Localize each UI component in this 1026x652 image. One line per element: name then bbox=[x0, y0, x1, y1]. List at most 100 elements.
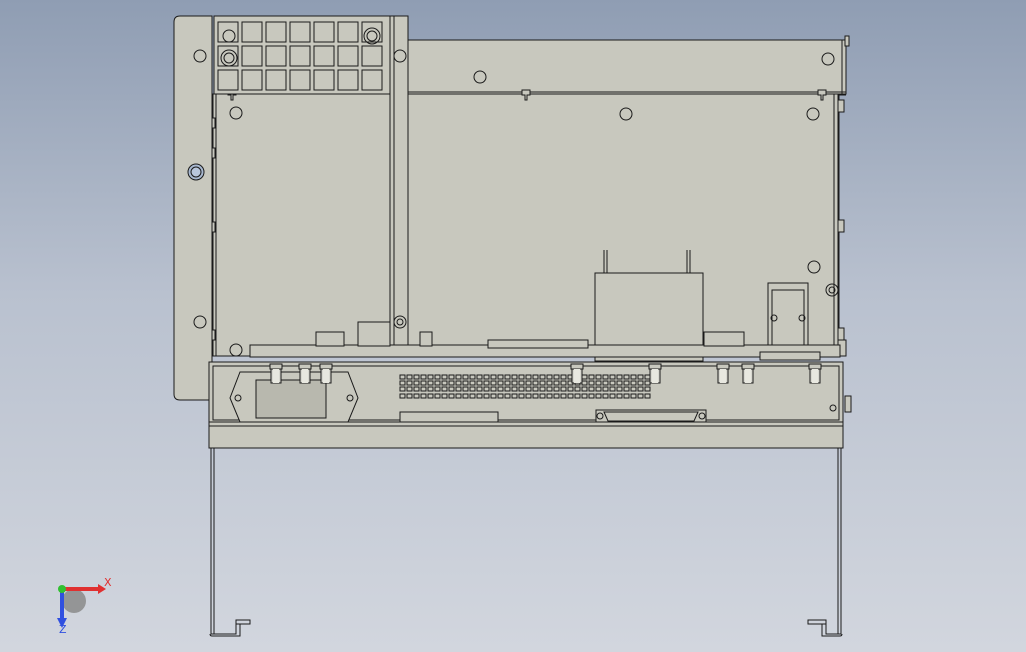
vent-slot bbox=[504, 374, 511, 380]
grille-cell bbox=[361, 69, 383, 91]
vent-slot bbox=[609, 393, 616, 399]
vent-slot bbox=[511, 393, 518, 399]
vent-slot bbox=[483, 380, 490, 386]
vent-slot bbox=[399, 393, 406, 399]
vent-slot bbox=[504, 386, 511, 392]
grille-cell bbox=[361, 45, 383, 67]
vent-slot bbox=[567, 393, 574, 399]
vent-slot bbox=[602, 393, 609, 399]
grille-cell bbox=[241, 21, 263, 43]
vent-slot bbox=[546, 380, 553, 386]
vent-slot bbox=[427, 386, 434, 392]
grille-cell bbox=[265, 69, 287, 91]
vent-slot bbox=[588, 393, 595, 399]
vent-slot bbox=[581, 374, 588, 380]
vent-slot bbox=[406, 393, 413, 399]
standoff-connector bbox=[716, 363, 730, 384]
vent-slot bbox=[553, 374, 560, 380]
vent-slot bbox=[595, 393, 602, 399]
standoff-connector bbox=[741, 363, 755, 384]
fan-grille bbox=[213, 15, 391, 95]
vent-slot bbox=[483, 386, 490, 392]
vent-slot bbox=[469, 374, 476, 380]
vent-slot bbox=[413, 393, 420, 399]
grille-cell bbox=[265, 45, 287, 67]
standoff-connector bbox=[298, 363, 312, 384]
vent-slot bbox=[434, 386, 441, 392]
vent-slot bbox=[630, 374, 637, 380]
vent-slot bbox=[539, 393, 546, 399]
vent-slot bbox=[413, 380, 420, 386]
grille-cell bbox=[289, 45, 311, 67]
z-axis-arrowhead bbox=[57, 618, 67, 628]
vent-slot bbox=[441, 386, 448, 392]
standoff-connector bbox=[808, 363, 822, 384]
vent-slot bbox=[504, 393, 511, 399]
vent-slot bbox=[560, 386, 567, 392]
vent-slot bbox=[490, 386, 497, 392]
vent-slot bbox=[399, 386, 406, 392]
vent-slot bbox=[595, 374, 602, 380]
vent-slot bbox=[525, 386, 532, 392]
y-axis-dot bbox=[58, 585, 66, 593]
vent-slot bbox=[413, 386, 420, 392]
vent-slot bbox=[553, 386, 560, 392]
vent-slot bbox=[644, 393, 651, 399]
vent-slot bbox=[448, 380, 455, 386]
vent-slot bbox=[623, 393, 630, 399]
vent-slot bbox=[560, 393, 567, 399]
vent-slot bbox=[462, 393, 469, 399]
vent-slot bbox=[420, 393, 427, 399]
vent-slot bbox=[399, 374, 406, 380]
vent-slot bbox=[637, 393, 644, 399]
vent-slot bbox=[616, 386, 623, 392]
vent-slot bbox=[595, 386, 602, 392]
vent-slot bbox=[476, 380, 483, 386]
grille-cell bbox=[241, 69, 263, 91]
vent-slot bbox=[630, 386, 637, 392]
vent-slot bbox=[469, 393, 476, 399]
main-enclosure bbox=[206, 89, 847, 357]
grille-cell bbox=[265, 21, 287, 43]
vent-slot bbox=[448, 374, 455, 380]
grille-cell bbox=[289, 21, 311, 43]
vent-slot bbox=[413, 374, 420, 380]
vent-slot bbox=[406, 374, 413, 380]
vent-slot bbox=[623, 386, 630, 392]
vent-slot bbox=[483, 374, 490, 380]
vent-slot bbox=[441, 393, 448, 399]
vent-slot bbox=[476, 386, 483, 392]
vent-slot bbox=[427, 393, 434, 399]
vent-slot bbox=[588, 386, 595, 392]
vent-slot bbox=[609, 374, 616, 380]
vent-slot bbox=[637, 380, 644, 386]
vent-slot bbox=[448, 386, 455, 392]
vent-slot bbox=[406, 386, 413, 392]
vent-slot bbox=[476, 393, 483, 399]
grille-cell bbox=[217, 69, 239, 91]
vent-slot bbox=[644, 380, 651, 386]
vent-slot bbox=[560, 380, 567, 386]
vent-slot bbox=[525, 380, 532, 386]
x-axis-arrowhead bbox=[98, 584, 106, 594]
vent-slot bbox=[511, 380, 518, 386]
z-axis-label: Z bbox=[59, 623, 67, 636]
vent-slot bbox=[609, 380, 616, 386]
vent-slot bbox=[539, 386, 546, 392]
vent-slot bbox=[602, 386, 609, 392]
standoff-connectors bbox=[269, 363, 822, 384]
vent-slot bbox=[420, 380, 427, 386]
vent-slot bbox=[553, 393, 560, 399]
vent-slot bbox=[532, 393, 539, 399]
rear-housing-panel bbox=[389, 35, 850, 96]
vent-slot bbox=[581, 386, 588, 392]
vent-slot bbox=[546, 374, 553, 380]
vent-slot bbox=[630, 393, 637, 399]
grille-cell bbox=[337, 45, 359, 67]
vent-slot bbox=[644, 386, 651, 392]
vent-slot bbox=[434, 380, 441, 386]
vent-slot bbox=[462, 380, 469, 386]
vent-slot bbox=[602, 374, 609, 380]
